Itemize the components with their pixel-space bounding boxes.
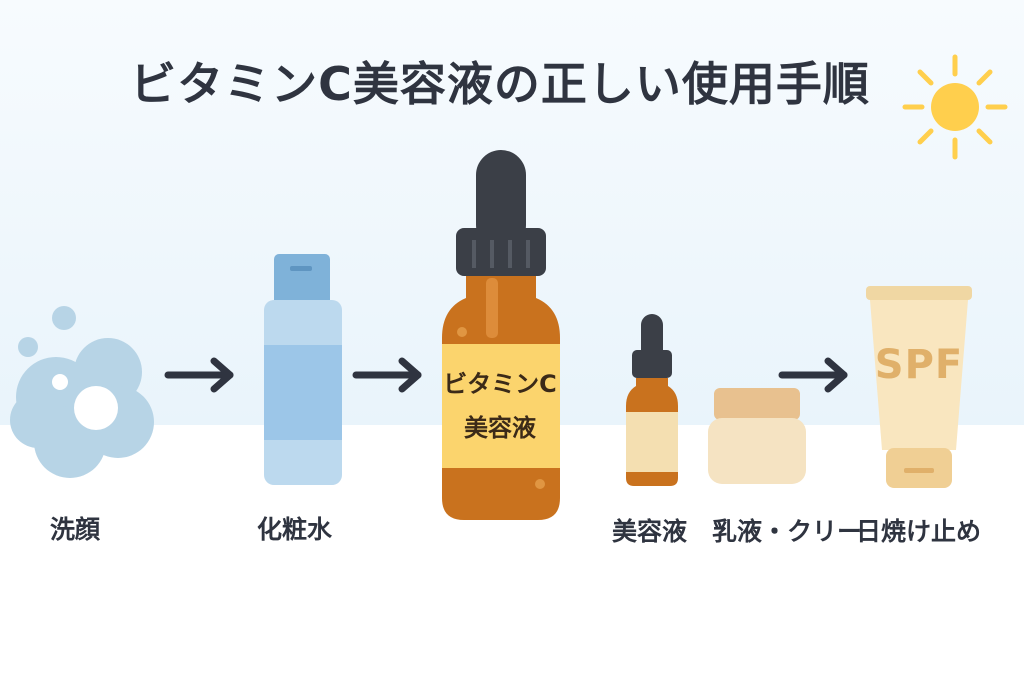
- vitamin-c-serum-bottle-icon: [442, 150, 560, 520]
- cream-jar-icon: [708, 388, 806, 484]
- arrow-right-icon: [778, 357, 848, 393]
- step-label-cleanse: 洗顔: [50, 515, 101, 544]
- serum-bottle-label-line1: ビタミンC: [443, 370, 557, 398]
- step-label-sunscreen: 日焼け止め: [856, 517, 982, 546]
- sunscreen-tube-icon: [866, 286, 972, 488]
- step-label-serum: 美容液: [612, 517, 688, 546]
- step-label-toner: 化粧水: [257, 515, 333, 544]
- foam-bubbles-icon: [10, 306, 154, 478]
- serum-dropper-bottle-icon: [626, 314, 678, 486]
- arrow-right-icon: [352, 357, 422, 393]
- arrow-right-icon: [164, 357, 234, 393]
- serum-bottle-label-line2: 美容液: [464, 414, 536, 442]
- page-title: ビタミンC美容液の正しい使用手順: [130, 57, 870, 111]
- step-label-cream: 乳液・クリー: [712, 517, 863, 546]
- toner-bottle-icon: [264, 254, 342, 485]
- spf-badge: SPF: [874, 342, 964, 388]
- sun-icon: [902, 54, 1008, 160]
